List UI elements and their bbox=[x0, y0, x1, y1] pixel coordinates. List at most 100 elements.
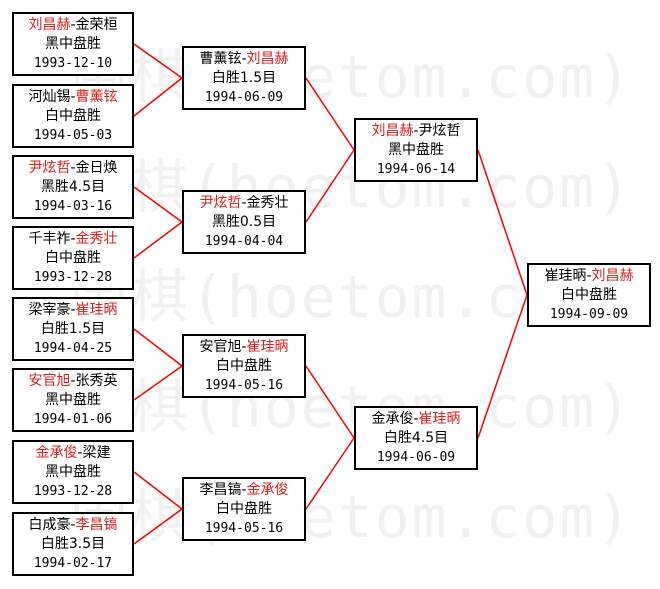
match-players: 曹薰铉-刘昌赫 bbox=[184, 50, 304, 69]
player-black: 李昌镐 bbox=[199, 481, 242, 498]
connector-r1m6-r2m3 bbox=[133, 365, 183, 401]
player-white: 尹炫哲 bbox=[418, 122, 461, 139]
player-separator: - bbox=[70, 516, 76, 533]
match-date: 1994-09-09 bbox=[549, 306, 629, 322]
match-date: 1993-12-10 bbox=[33, 55, 113, 71]
match-players: 金承俊-崔珪昞 bbox=[356, 410, 476, 429]
connector-r1m4-r2m2 bbox=[133, 221, 183, 259]
player-separator: - bbox=[77, 444, 83, 461]
connector-r1m5-r2m3 bbox=[133, 328, 183, 367]
match-box-final: 崔珪昞-刘昌赫白中盘胜 1994-09-09 bbox=[527, 263, 651, 327]
match-result: 黑中盘胜 bbox=[388, 141, 444, 158]
player-white: 刘昌赫 bbox=[246, 50, 289, 67]
player-black: 河灿锡 bbox=[28, 88, 71, 105]
connector-r1m1-r2m1 bbox=[133, 43, 183, 79]
connector-r2m2-r3m1 bbox=[305, 149, 355, 223]
match-date: 1994-06-09 bbox=[376, 449, 456, 465]
match-result: 白中盘胜 bbox=[45, 249, 101, 266]
player-separator: - bbox=[241, 481, 247, 498]
match-players: 尹炫哲-金秀壮 bbox=[184, 194, 304, 213]
player-white: 崔珪昞 bbox=[75, 301, 118, 318]
player-white: 金荣桓 bbox=[75, 16, 118, 33]
match-players: 千丰祚-金秀壮 bbox=[14, 230, 132, 249]
player-white: 崔珪昞 bbox=[418, 410, 461, 427]
match-date: 1994-02-17 bbox=[33, 555, 113, 571]
player-white: 张秀英 bbox=[75, 372, 118, 389]
player-separator: - bbox=[241, 50, 247, 67]
player-separator: - bbox=[70, 88, 76, 105]
player-black: 安官旭 bbox=[28, 372, 71, 389]
connector-r1m7-r2m4 bbox=[133, 471, 183, 510]
match-result: 黑中盘胜 bbox=[45, 35, 101, 52]
connector-r2m1-r3m1 bbox=[305, 77, 355, 151]
match-box-r1m6: 安官旭-张秀英黑中盘胜 1994-01-06 bbox=[12, 368, 134, 432]
match-players: 金承俊-梁建 bbox=[14, 444, 132, 463]
match-result: 白中盘胜 bbox=[45, 107, 101, 124]
match-date: 1994-05-16 bbox=[204, 377, 284, 393]
player-white: 金秀壮 bbox=[75, 230, 118, 247]
player-white: 金承俊 bbox=[246, 481, 289, 498]
match-players: 白成豪-李昌镐 bbox=[14, 516, 132, 535]
player-separator: - bbox=[586, 267, 592, 284]
match-result: 白胜1.5目 bbox=[40, 320, 106, 337]
match-date: 1993-12-28 bbox=[33, 269, 113, 285]
player-white: 金日焕 bbox=[75, 159, 118, 176]
match-result: 白胜3.5目 bbox=[40, 535, 106, 552]
match-result: 黑中盘胜 bbox=[45, 391, 101, 408]
connector-r1m2-r2m1 bbox=[133, 77, 183, 117]
match-result: 白中盘胜 bbox=[561, 286, 617, 303]
player-separator: - bbox=[241, 194, 247, 211]
player-black: 金承俊 bbox=[35, 444, 78, 461]
player-black: 崔珪昞 bbox=[544, 267, 587, 284]
match-date: 1994-05-16 bbox=[204, 520, 284, 536]
match-result: 白中盘胜 bbox=[216, 357, 272, 374]
match-result: 白中盘胜 bbox=[216, 500, 272, 517]
player-separator: - bbox=[70, 159, 76, 176]
match-date: 1993-12-28 bbox=[33, 483, 113, 499]
connector-r3m1-final bbox=[477, 149, 528, 296]
player-separator: - bbox=[70, 372, 76, 389]
player-white: 曹薰铉 bbox=[75, 88, 118, 105]
player-black: 刘昌赫 bbox=[28, 16, 71, 33]
match-players: 崔珪昞-刘昌赫 bbox=[529, 267, 649, 286]
player-separator: - bbox=[413, 122, 419, 139]
player-black: 尹炫哲 bbox=[28, 159, 71, 176]
player-separator: - bbox=[70, 301, 76, 318]
player-white: 金秀壮 bbox=[246, 194, 289, 211]
player-black: 曹薰铉 bbox=[199, 50, 242, 67]
match-players: 安官旭-崔珪昞 bbox=[184, 338, 304, 357]
player-white: 李昌镐 bbox=[75, 516, 118, 533]
player-white: 崔珪昞 bbox=[246, 338, 289, 355]
player-separator: - bbox=[70, 230, 76, 247]
match-players: 尹炫哲-金日焕 bbox=[14, 159, 132, 178]
player-black: 千丰祚 bbox=[28, 230, 71, 247]
match-date: 1994-04-04 bbox=[204, 233, 284, 249]
connector-r1m3-r2m2 bbox=[133, 186, 183, 223]
player-black: 梁宰豪 bbox=[28, 301, 71, 318]
connector-r2m4-r3m2 bbox=[305, 437, 355, 510]
player-black: 尹炫哲 bbox=[199, 194, 242, 211]
match-result: 白胜1.5目 bbox=[211, 69, 277, 86]
connector-r3m2-final bbox=[477, 294, 528, 439]
match-date: 1994-01-06 bbox=[33, 411, 113, 427]
match-players: 河灿锡-曹薰铉 bbox=[14, 88, 132, 107]
player-separator: - bbox=[413, 410, 419, 427]
match-result: 黑胜0.5目 bbox=[211, 213, 277, 230]
match-players: 梁宰豪-崔珪昞 bbox=[14, 301, 132, 320]
match-players: 刘昌赫-尹炫哲 bbox=[356, 122, 476, 141]
player-black: 白成豪 bbox=[28, 516, 71, 533]
match-players: 李昌镐-金承俊 bbox=[184, 481, 304, 500]
player-black: 安官旭 bbox=[199, 338, 242, 355]
connector-r2m3-r3m2 bbox=[305, 365, 355, 439]
player-white: 梁建 bbox=[82, 444, 111, 461]
match-date: 1994-04-25 bbox=[33, 340, 113, 356]
match-date: 1994-05-03 bbox=[33, 127, 113, 143]
